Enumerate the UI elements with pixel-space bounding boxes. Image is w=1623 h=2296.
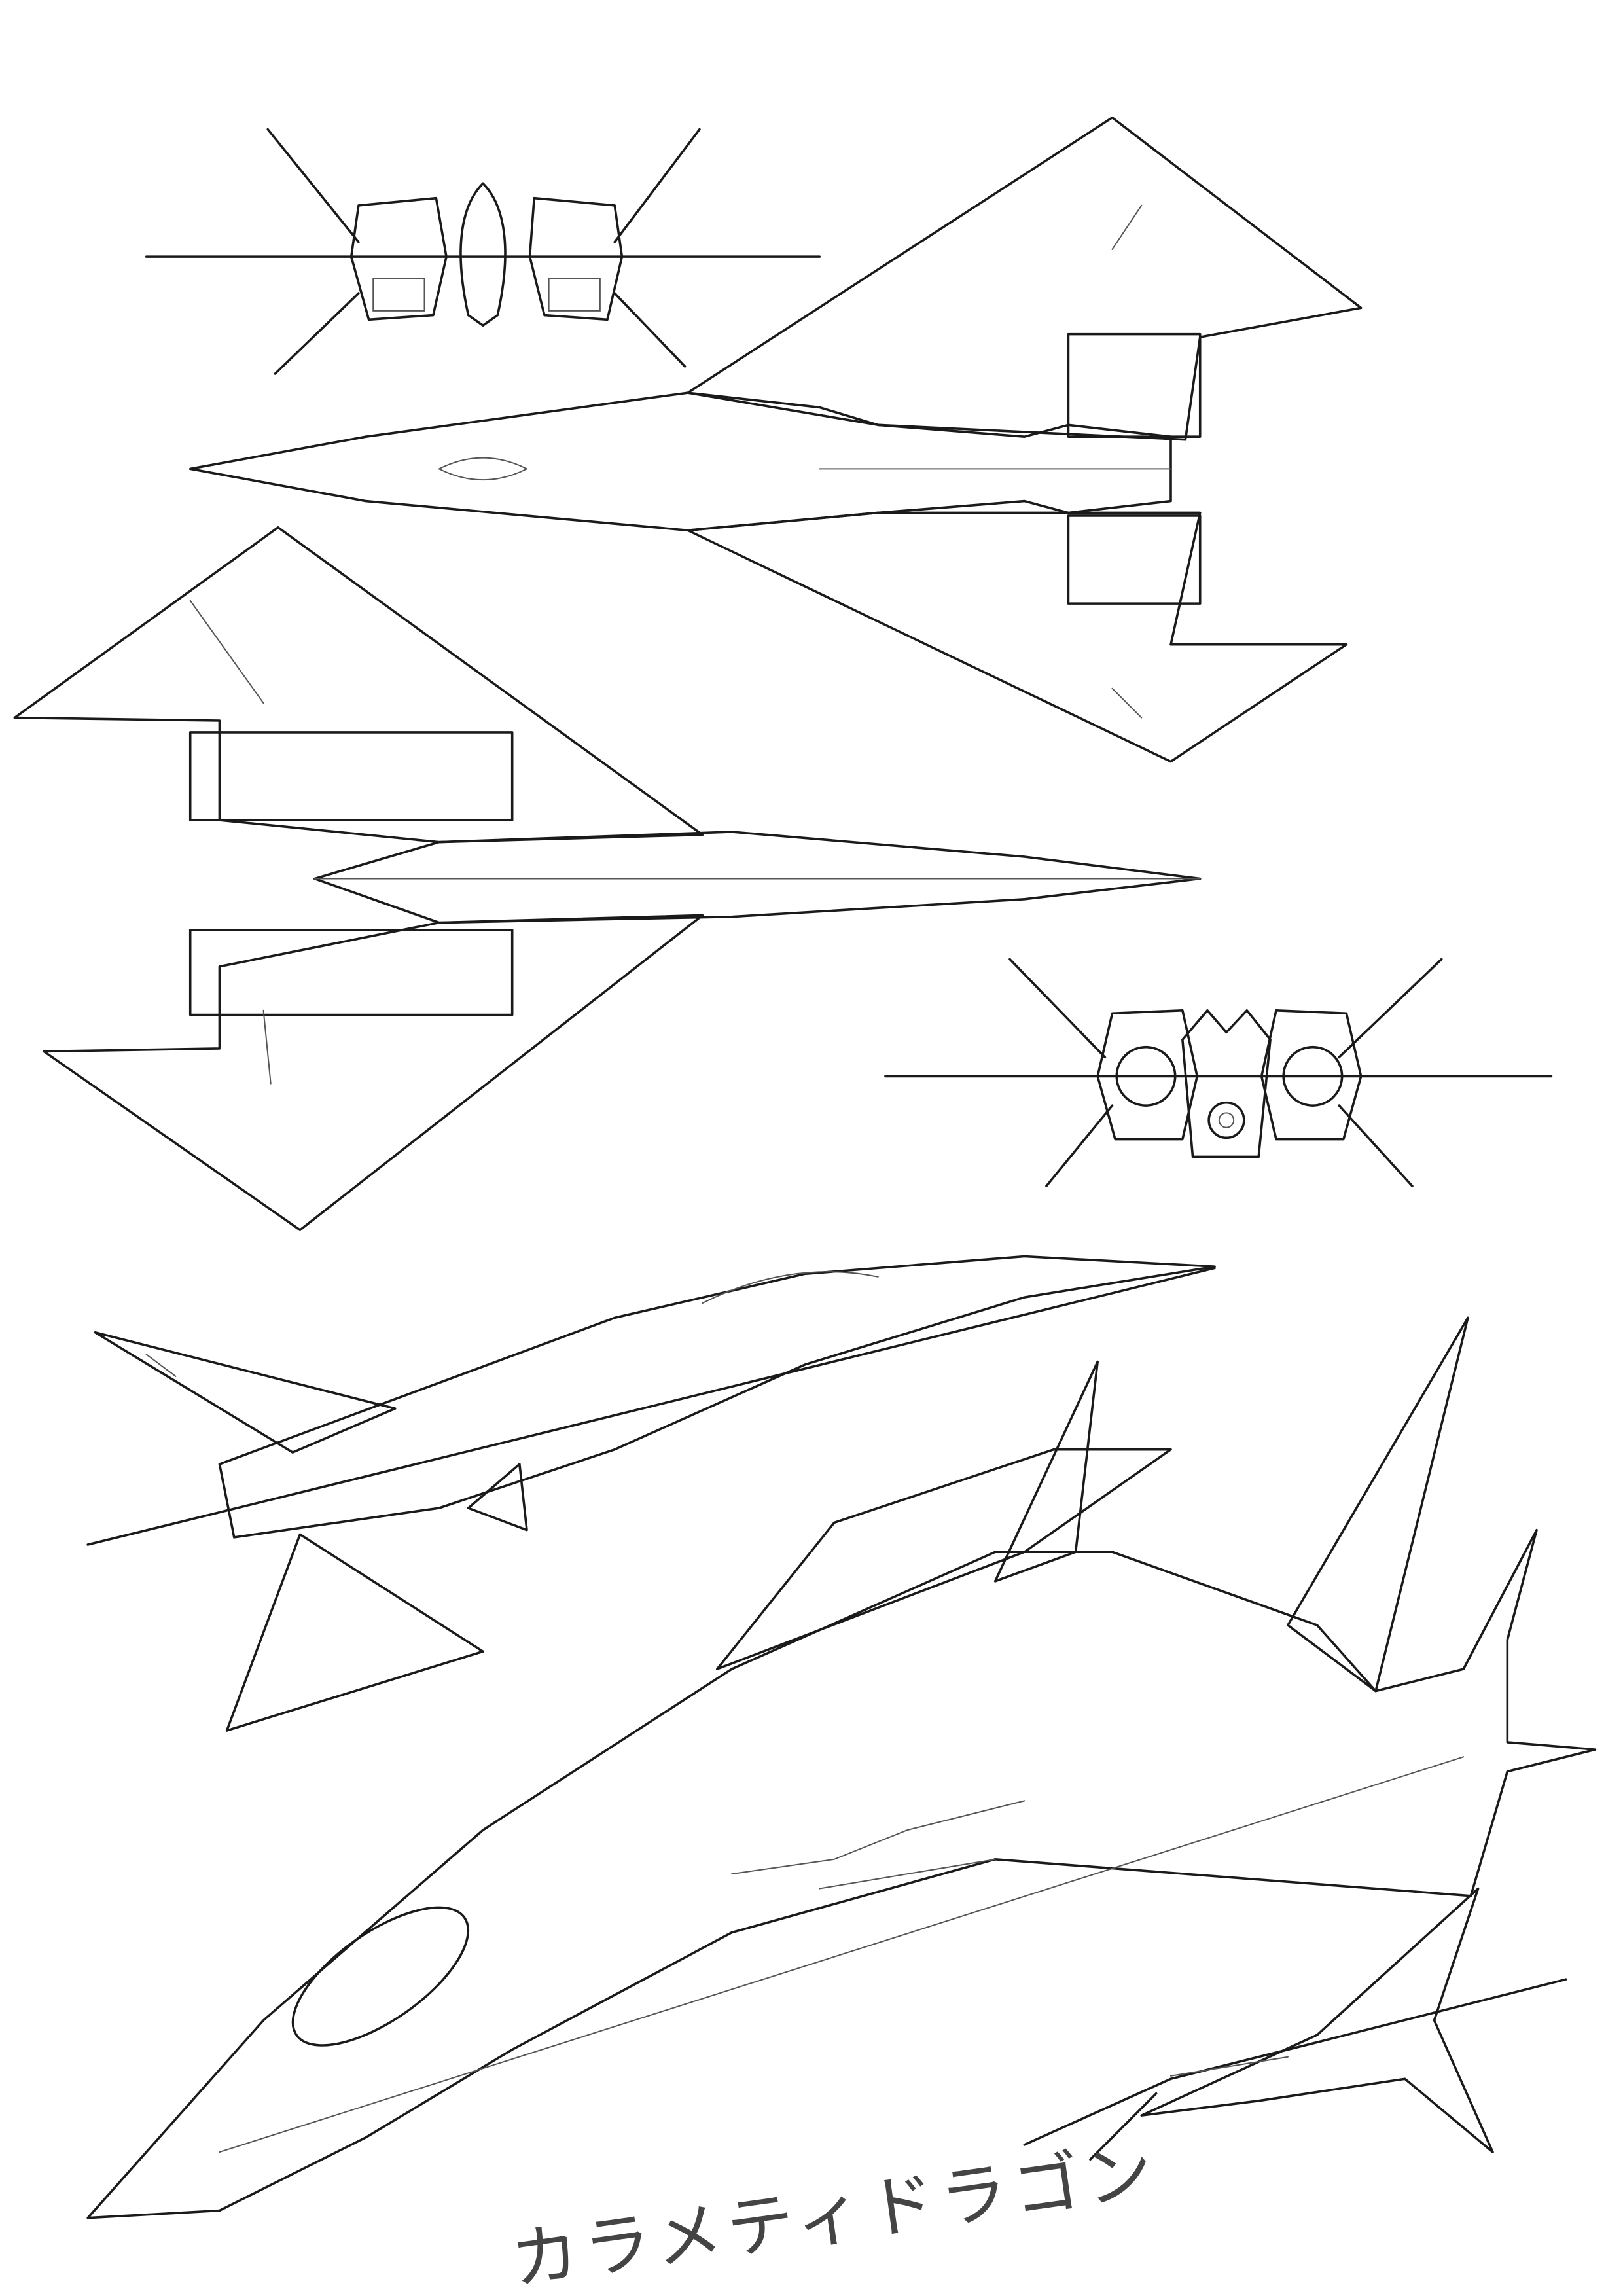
bottom-view-sketch [13,526,1202,1232]
small-view-sketch [1023,1887,1567,2161]
handwritten-caption: カラメティドラゴン [507,2132,1164,2296]
perspective-view-sketch [86,1316,1597,2219]
rear-view-sketch [884,958,1553,1187]
front-view-sketch [145,128,821,375]
side-view-sketch [86,1255,1216,1732]
top-view-sketch [188,116,1363,763]
